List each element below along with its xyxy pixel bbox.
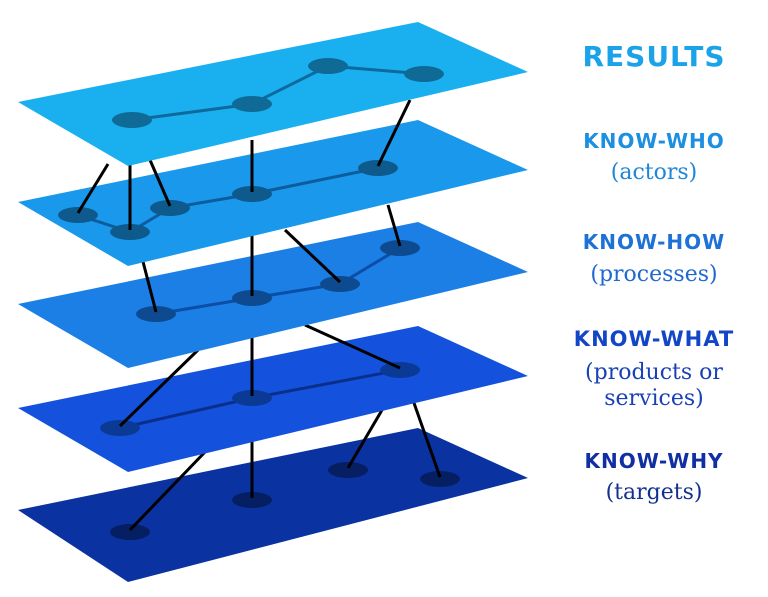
label-know-how: KNOW-HOW [582,230,726,254]
link [118,348,200,428]
layer-know-what [18,326,528,472]
node [420,471,460,487]
link [412,402,442,478]
node [320,276,360,292]
links-what-why [128,398,442,532]
node [110,224,150,240]
link [376,99,412,167]
node [136,306,176,322]
layer-know-why [18,428,528,582]
link [155,246,401,316]
label-results: RESULTS [582,40,726,73]
links-how-what [118,323,401,428]
layer-labels: RESULTS KNOW-WHO (actors) KNOW-HOW (proc… [540,0,768,597]
label-know-what: KNOW-WHAT [573,327,735,351]
node [232,290,272,306]
plane-know-why [18,428,528,582]
label-know-how-sub: (processes) [590,262,718,287]
link [131,64,425,122]
node [232,96,272,112]
node [328,462,368,478]
label-know-why: KNOW-WHY [584,449,724,473]
link [128,450,207,532]
label-know-what-sub-line-2: services) [604,386,704,411]
label-know-what-sub-line-1: (products or [585,360,723,385]
node [380,362,420,378]
label-know-what-sub: (products or services) [540,360,768,412]
link [283,228,342,284]
label-know-why-sub: (targets) [605,480,703,505]
node [232,492,272,508]
node [232,186,272,202]
links-results-who [76,99,412,230]
node [58,207,98,223]
layer-know-how [18,222,528,368]
node [110,524,150,540]
label-know-who-sub: (actors) [610,160,698,185]
layer-know-who [18,120,528,266]
link [148,159,172,207]
link [304,323,401,370]
link [346,409,384,469]
link [76,163,110,214]
node [150,200,190,216]
link [386,204,402,247]
node [358,160,398,176]
node [308,58,348,74]
node [232,390,272,406]
node [404,66,444,82]
layer-results [18,22,528,166]
node [100,420,140,436]
label-know-who: KNOW-WHO [583,129,725,153]
node [112,112,152,128]
node [380,240,420,256]
